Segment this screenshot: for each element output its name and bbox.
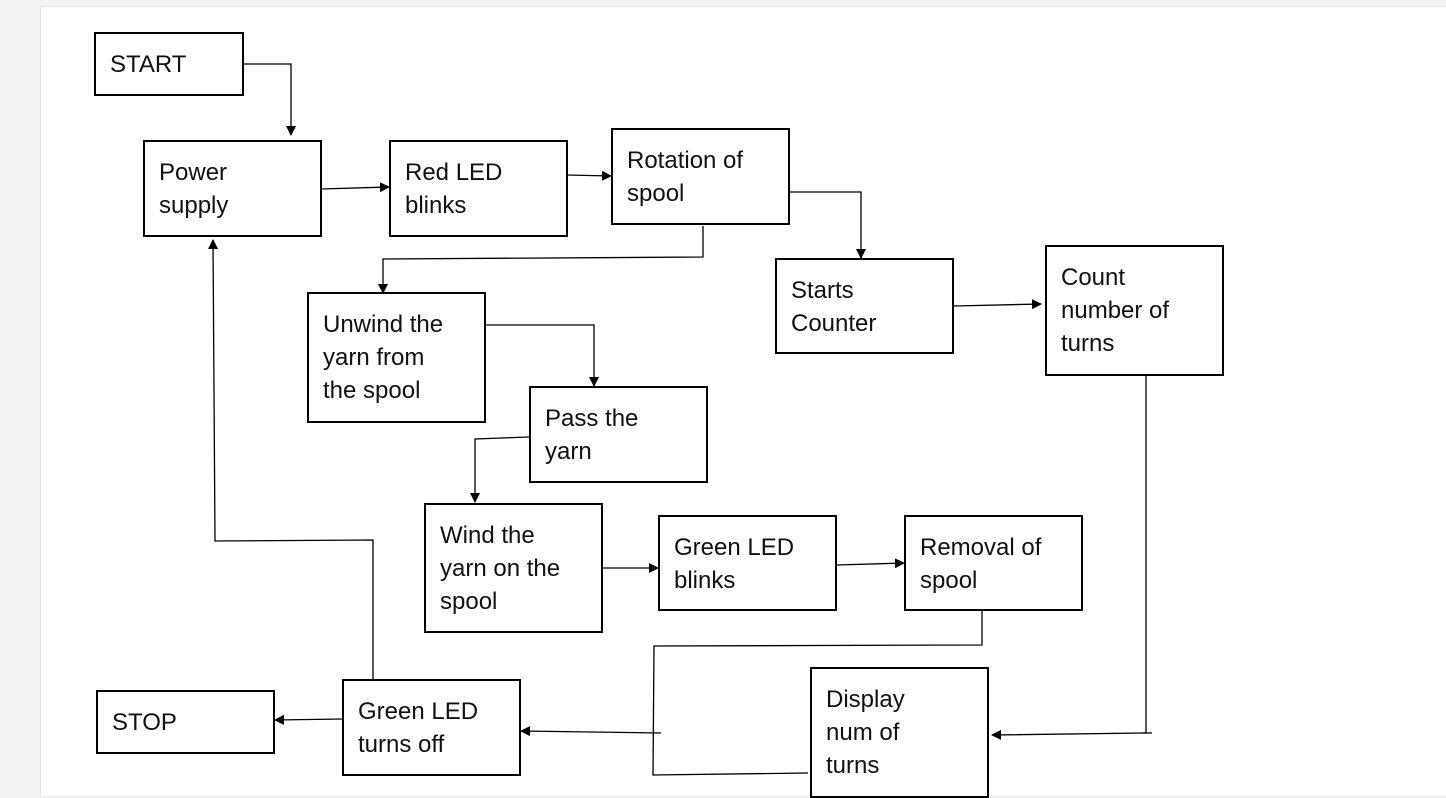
power-supply-label: Power supply — [159, 159, 229, 219]
start-node: START — [94, 32, 244, 96]
arrow-rotation-to-unwind — [378, 226, 704, 294]
connector-removal-bracket — [652, 609, 983, 776]
removal-label: Removal of spool — [920, 534, 1042, 594]
unwind-node: Unwind the yarn from the spool — [307, 292, 486, 423]
start-label: START — [110, 51, 187, 78]
count-turns-label: Count number of turns — [1061, 264, 1170, 357]
rotation-node: Rotation of spool — [611, 128, 790, 225]
arrow-green-off-to-stop — [274, 714, 344, 725]
stop-label: STOP — [112, 709, 177, 736]
unwind-label: Unwind the yarn from the spool — [323, 311, 444, 404]
arrow-green-off-to-power — [208, 239, 374, 680]
arrow-power-to-red-led — [320, 182, 390, 193]
display-label: Display num of turns — [826, 686, 905, 779]
arrow-to-green-off — [520, 726, 662, 737]
starts-counter-label: Starts Counter — [791, 277, 877, 337]
power-supply-node: Power supply — [143, 140, 322, 237]
red-led-label: Red LED blinks — [405, 159, 503, 219]
pass-yarn-label: Pass the yarn — [545, 405, 639, 465]
arrow-red-led-to-rotation — [566, 170, 612, 181]
pass-yarn-node: Pass the yarn — [529, 386, 708, 483]
removal-node: Removal of spool — [904, 515, 1083, 611]
green-led-off-label: Green LED turns off — [358, 698, 479, 758]
arrow-start-to-power — [243, 63, 296, 136]
arrow-counter-to-count — [953, 299, 1042, 310]
rotation-label: Rotation of spool — [627, 147, 744, 207]
display-node: Display num of turns — [810, 667, 989, 798]
green-led-off-node: Green LED turns off — [342, 679, 521, 776]
arrow-rotation-to-counter — [789, 191, 866, 259]
wind-node: Wind the yarn on the spool — [424, 503, 603, 633]
stop-node: STOP — [96, 690, 275, 754]
green-led-blinks-label: Green LED blinks — [674, 534, 795, 594]
green-led-blinks-node: Green LED blinks — [658, 515, 837, 611]
red-led-node: Red LED blinks — [389, 140, 568, 237]
arrow-pass-to-wind — [470, 436, 530, 503]
starts-counter-node: Starts Counter — [775, 258, 954, 354]
count-turns-node: Count number of turns — [1045, 245, 1224, 376]
wind-label: Wind the yarn on the spool — [440, 522, 561, 615]
arrow-green-blinks-to-removal — [836, 558, 905, 569]
arrow-unwind-to-pass — [485, 324, 599, 387]
